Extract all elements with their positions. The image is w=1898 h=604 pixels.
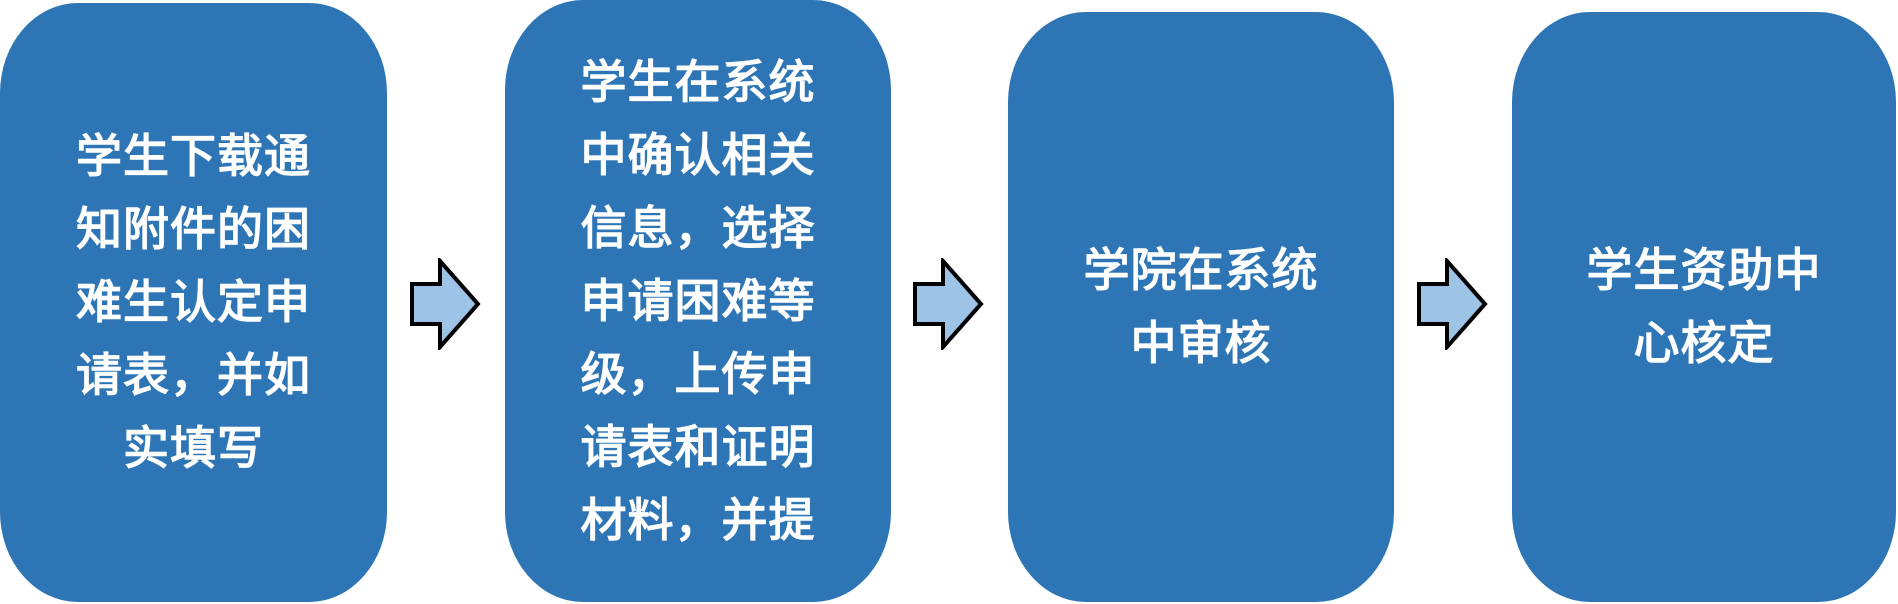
right-arrow-icon — [913, 258, 984, 350]
step-text-line: 信息，选择 — [580, 200, 816, 255]
step-text-line: 学院在系统 — [1083, 243, 1319, 297]
step-text-line: 材料，并提 — [580, 492, 816, 547]
step-text-line: 知附件的困 — [76, 202, 311, 256]
step-text-line: 请表，并如 — [76, 348, 311, 402]
step-text-line: 申请困难等 — [580, 273, 816, 328]
step-text-line: 心核定 — [1633, 316, 1775, 370]
right-arrow-icon — [1417, 258, 1488, 350]
right-arrow-icon — [410, 258, 481, 350]
step-3-box: 学院在系统 中审核 — [1008, 12, 1394, 602]
step-text-line: 实填写 — [123, 421, 264, 475]
step-1-box: 学生下载通 知附件的困 难生认定申 请表，并如 实填写 — [0, 3, 387, 602]
step-text-line: 中审核 — [1130, 316, 1272, 370]
step-text-line: 学生在系统 — [580, 54, 816, 109]
step-4-box: 学生资助中 心核定 — [1512, 12, 1896, 602]
step-text-line: 学生资助中 — [1586, 243, 1822, 297]
step-text-line: 中确认相关 — [580, 127, 816, 182]
step-2-box: 学生在系统 中确认相关 信息，选择 申请困难等 级，上传申 请表和证明 材料，并… — [505, 0, 891, 602]
step-text-line: 请表和证明 — [580, 419, 816, 474]
step-text-line: 难生认定申 — [76, 275, 311, 329]
step-text-line: 级，上传申 — [580, 346, 816, 401]
step-text-line: 学生下载通 — [76, 129, 311, 183]
